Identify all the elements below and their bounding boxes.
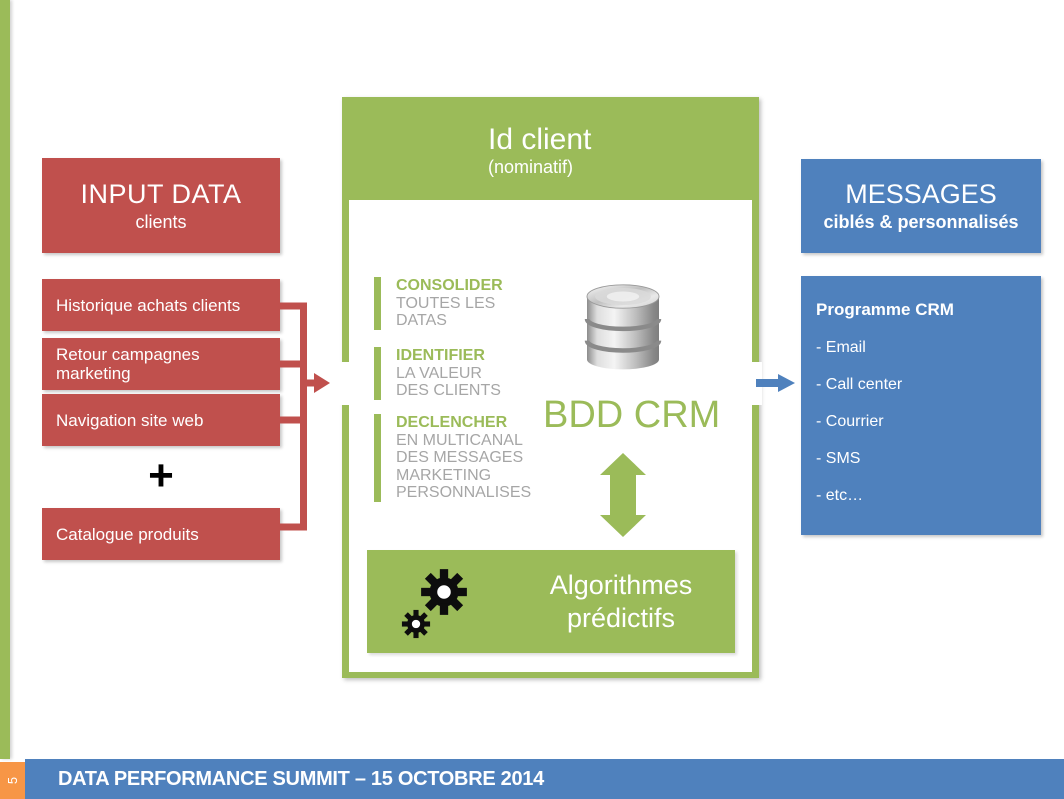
left-accent-bar <box>0 0 10 759</box>
messages-subtitle: ciblés & personnalisés <box>823 212 1019 232</box>
input-data-title: INPUT DATA <box>80 178 242 209</box>
input-item-label: Retour campagnes marketing <box>56 345 200 383</box>
program-item: - Email <box>816 339 866 356</box>
footer-bar: DATA PERFORMANCE SUMMIT – 15 OCTOBRE 201… <box>25 759 1064 799</box>
crm-title: Id client <box>488 123 592 156</box>
step-title: DECLENCHER <box>396 414 508 431</box>
red-connector-arrow-icon <box>280 302 330 531</box>
input-item-catalogue: Catalogue produits <box>42 508 280 560</box>
messages-header-box: MESSAGES ciblés & personnalisés <box>801 159 1041 253</box>
up-down-arrow-icon <box>600 453 646 537</box>
database-icon <box>584 284 662 370</box>
crm-step-consolider: CONSOLIDER TOUTES LES DATAS <box>374 277 503 330</box>
crm-step-declencher: DECLENCHER EN MULTICANAL DES MESSAGES MA… <box>374 414 531 502</box>
input-item-historique: Historique achats clients <box>42 279 280 331</box>
blue-right-arrow-icon <box>756 374 795 392</box>
plus-sign: + <box>148 451 174 500</box>
crm-outer-box: Id client (nominatif) CONSOLIDER TOUTES … <box>342 97 759 678</box>
step-line: LA VALEUR <box>396 364 482 382</box>
step-line: MARKETING <box>396 466 492 484</box>
program-item: - Call center <box>816 376 903 393</box>
program-item: - Courrier <box>816 413 884 430</box>
step-line: PERSONNALISES <box>396 484 532 501</box>
frame-gap-left <box>338 362 352 405</box>
program-title: Programme CRM <box>816 300 954 319</box>
slide-number-box: 5 <box>0 762 25 799</box>
program-item: - SMS <box>816 450 861 467</box>
algorithms-box: Algorithmes prédictifs <box>367 550 735 653</box>
step-line: EN MULTICANAL <box>396 431 523 449</box>
input-data-subtitle: clients <box>135 211 187 232</box>
crm-header: Id client (nominatif) <box>488 123 591 178</box>
gears-icon <box>400 566 470 640</box>
step-line: DES MESSAGES <box>396 449 524 466</box>
input-data-header-box: INPUT DATA clients <box>42 158 280 253</box>
input-item-label: Catalogue produits <box>56 524 199 544</box>
gear-icon <box>401 609 431 639</box>
bdd-crm-label: BDD CRM <box>543 394 721 436</box>
input-item-navigation: Navigation site web <box>42 394 280 446</box>
crm-step-identifier: IDENTIFIER LA VALEUR DES CLIENTS <box>374 347 501 400</box>
step-title: CONSOLIDER <box>396 277 503 294</box>
step-line: DATAS <box>396 312 447 329</box>
crm-subtitle: (nominatif) <box>488 157 574 177</box>
frame-gap-right <box>748 362 762 405</box>
program-crm-box: Programme CRM - Email - Call center - Co… <box>801 276 1041 535</box>
input-item-label: Navigation site web <box>56 410 204 430</box>
crm-inner-panel: CONSOLIDER TOUTES LES DATAS IDENTIFIER L… <box>349 200 752 672</box>
input-item-label: Historique achats clients <box>56 295 241 315</box>
step-line: TOUTES LES <box>396 294 496 312</box>
footer-title: DATA PERFORMANCE SUMMIT – 15 OCTOBRE 201… <box>58 767 544 790</box>
messages-title: MESSAGES <box>845 179 997 209</box>
slide-number: 5 <box>4 776 20 785</box>
step-title: IDENTIFIER <box>396 347 485 364</box>
gear-icon <box>421 569 467 615</box>
algorithms-label: Algorithmes prédictifs <box>549 569 693 633</box>
step-line: DES CLIENTS <box>396 382 501 399</box>
input-item-retour: Retour campagnes marketing <box>42 338 280 390</box>
program-item: - etc… <box>816 487 864 504</box>
